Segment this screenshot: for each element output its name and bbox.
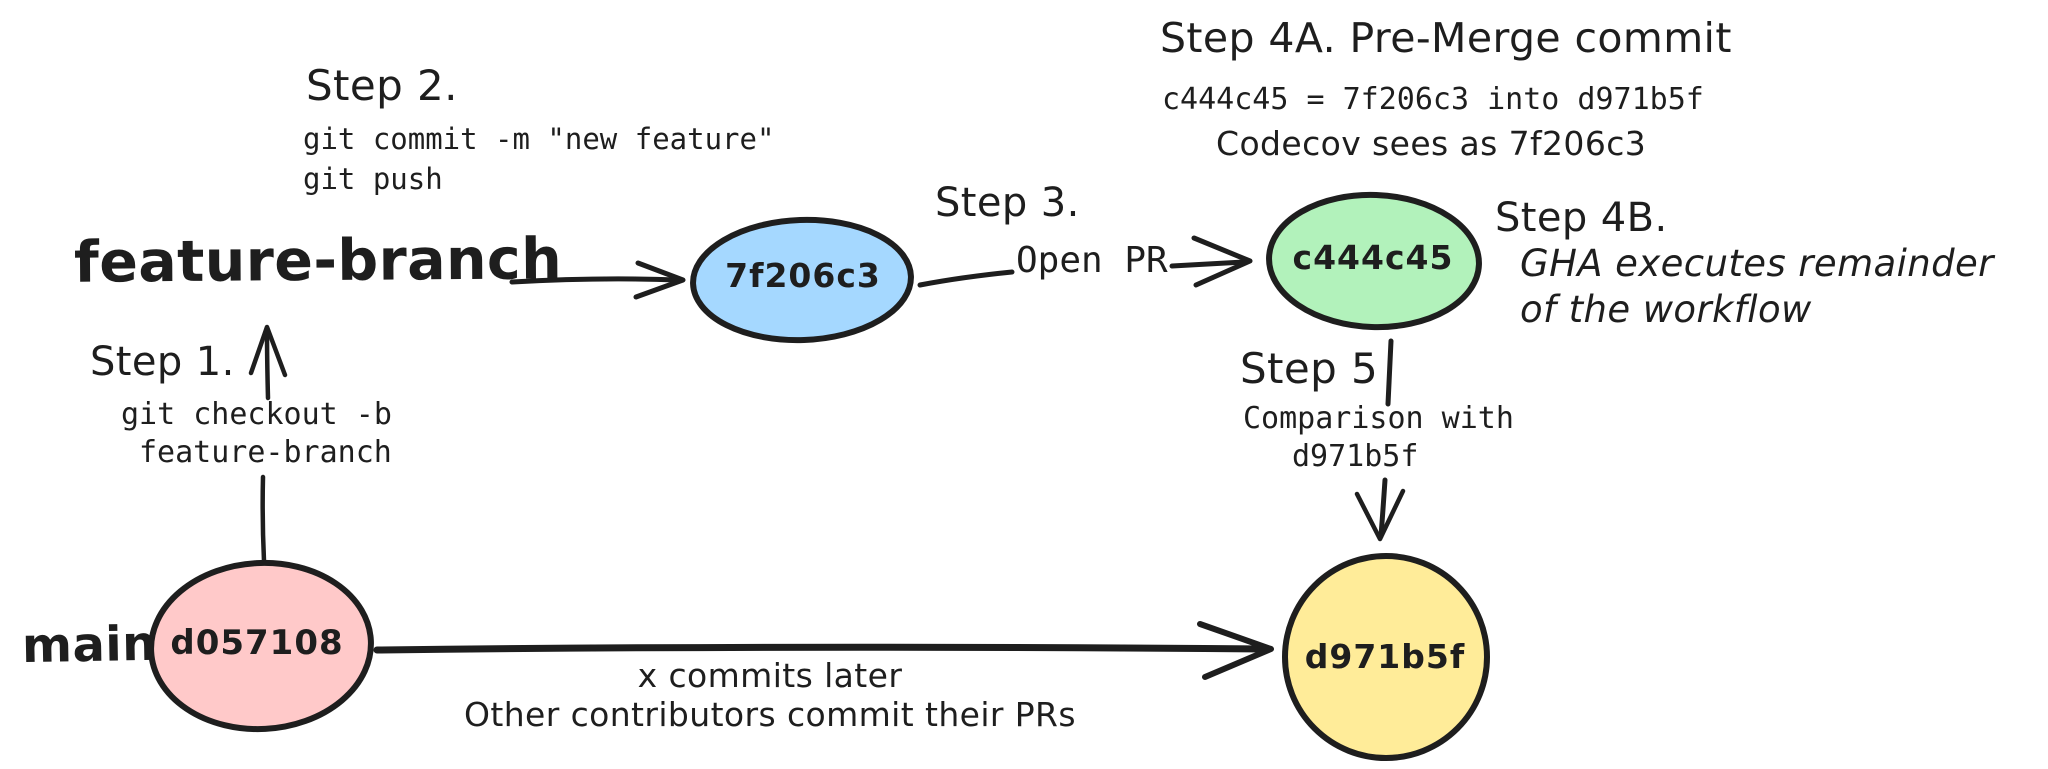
arrow-feature-to-commit [509,260,686,300]
step4a-codecov-note: Codecov sees as 7f206c3 [1216,124,1647,163]
main-commit-node [148,559,374,733]
step1-title: Step 1. [90,339,235,385]
step1-command-checkout: git checkout -b [121,397,392,432]
step4b-title: Step 4B. [1495,195,1668,241]
feature-commit-node [690,216,914,344]
feature-branch-label: feature-branch [73,226,563,296]
arrow-step5-down [1354,338,1406,542]
arrow-main-to-head [373,621,1274,680]
step2-title: Step 2. [306,61,458,110]
main-head-node [1282,553,1490,761]
premerge-commit-node [1266,191,1482,331]
arrow-open-pr [917,235,1253,288]
commits-later-note-line1: x commits later [637,656,903,695]
premerge-commit-hash: c444c45 [1292,238,1454,277]
step4a-merge-formula: c444c45 = 7f206c3 into d971b5f [1162,82,1704,117]
feature-commit-hash: 7f206c3 [725,256,881,295]
main-commit-hash: d057108 [170,623,344,663]
step3-title: Step 3. [935,180,1080,226]
step5-comparison-line2: d971b5f [1292,439,1419,474]
step5-title: Step 5 [1240,344,1379,393]
step1-command-branch: feature-branch [139,435,392,470]
arrow-step1-up [248,324,288,564]
step4b-gha-note-line2: of the workflow [1520,288,1812,331]
main-head-hash: d971b5f [1304,637,1466,676]
commits-later-note-line2: Other contributors commit their PRs [464,695,1076,734]
step4b-gha-note-line1: GHA executes remainder [1520,242,1994,285]
step2-command-push: git push [303,162,443,196]
main-branch-label: main [21,615,158,675]
step2-command-commit: git commit -m "new feature" [303,122,775,156]
step4a-title: Step 4A. Pre-Merge commit [1160,14,1732,62]
open-pr-label: Open PR [1016,240,1168,281]
step5-comparison-line1: Comparison with [1243,401,1514,436]
